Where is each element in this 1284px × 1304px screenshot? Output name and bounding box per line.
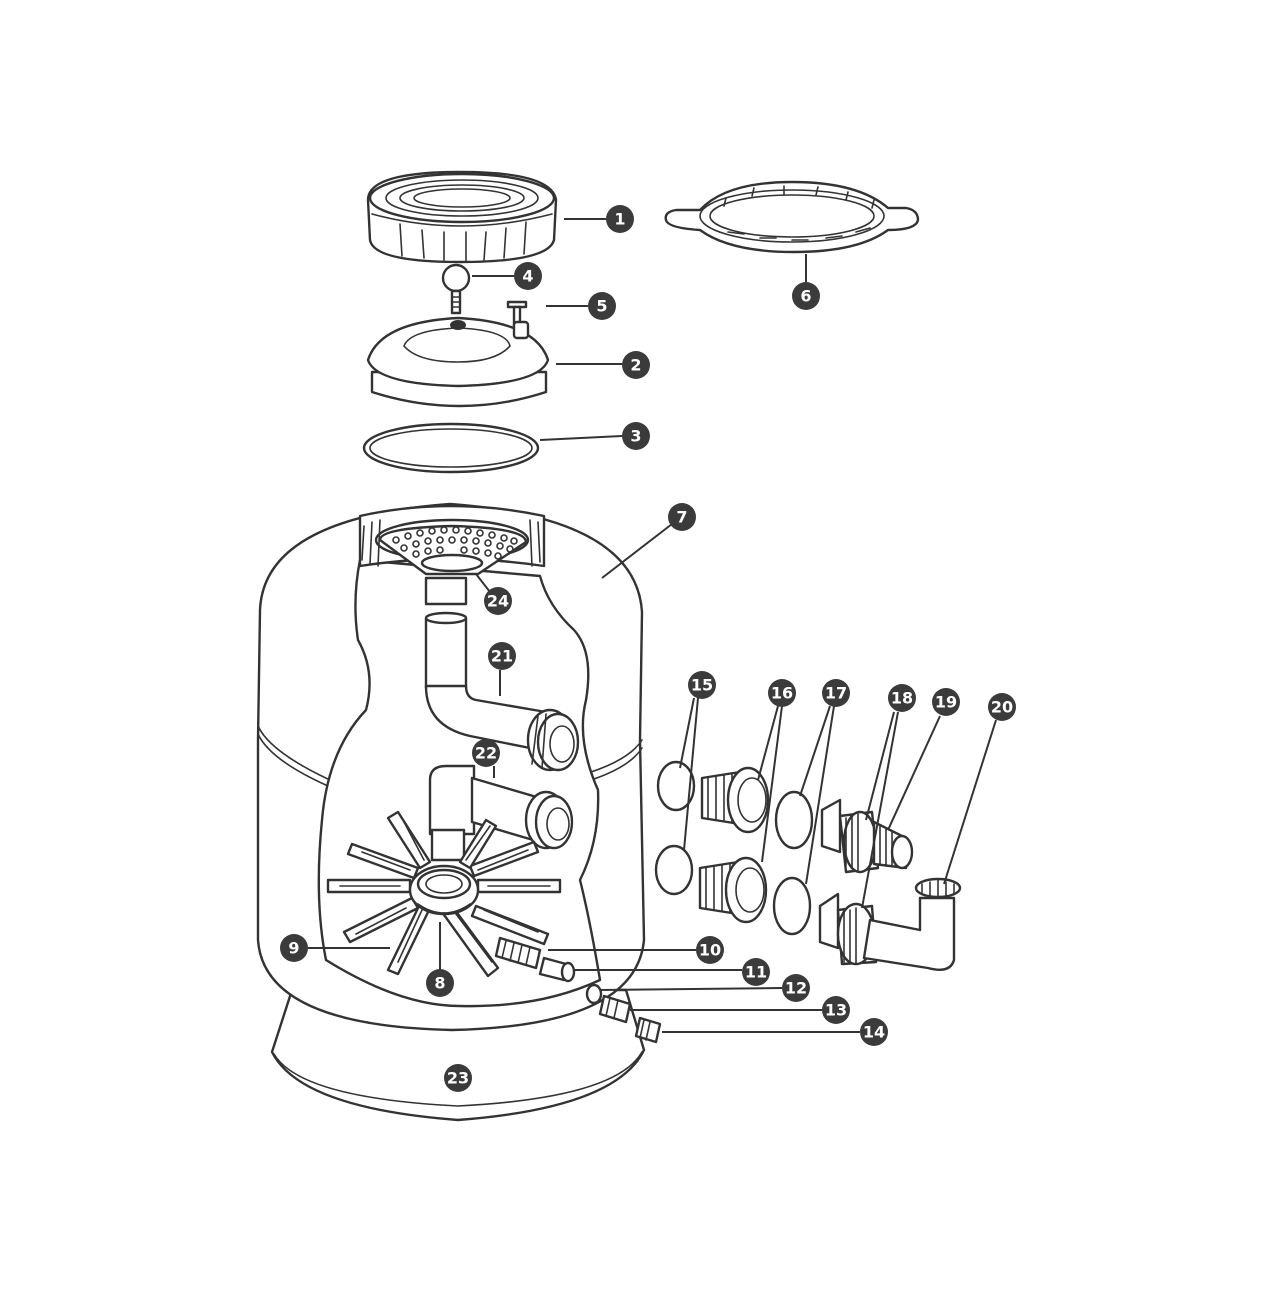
svg-text:15: 15: [691, 676, 713, 695]
svg-text:2: 2: [630, 356, 641, 375]
union-nut-upper: [820, 798, 914, 874]
svg-text:17: 17: [825, 684, 847, 703]
svg-text:24: 24: [487, 592, 509, 611]
callout-16: 16: [768, 679, 796, 707]
lateral-hub: [408, 864, 480, 916]
svg-text:4: 4: [522, 267, 533, 286]
callout-23: 23: [444, 1064, 472, 1092]
top-diffuser: [378, 524, 528, 606]
svg-text:9: 9: [288, 939, 299, 958]
callout-7: 7: [668, 503, 696, 531]
svg-text:8: 8: [434, 974, 445, 993]
lateral-assembly: [326, 810, 562, 978]
upper-elbow-pipe: [424, 611, 580, 772]
svg-text:16: 16: [771, 684, 793, 703]
svg-text:21: 21: [491, 647, 513, 666]
filter-lid: [366, 316, 550, 408]
svg-text:13: 13: [825, 1001, 847, 1020]
svg-text:3: 3: [630, 427, 641, 446]
callout-15: 15: [688, 671, 716, 699]
callout-13: 13: [822, 996, 850, 1024]
drain-assembly: [494, 936, 662, 1044]
callout-18: 18: [888, 684, 916, 712]
svg-text:5: 5: [596, 297, 607, 316]
svg-text:10: 10: [699, 941, 721, 960]
svg-text:11: 11: [745, 963, 767, 982]
leader-lines: [308, 218, 997, 1033]
callout-4: 4: [514, 262, 542, 290]
callout-8: 8: [426, 969, 454, 997]
callout-19: 19: [932, 688, 960, 716]
svg-text:23: 23: [447, 1069, 469, 1088]
callout-9: 9: [280, 934, 308, 962]
callout-21: 21: [488, 642, 516, 670]
callout-1: 1: [606, 205, 634, 233]
svg-text:18: 18: [891, 689, 913, 708]
pressure-gauge: [441, 263, 471, 315]
callout-5: 5: [588, 292, 616, 320]
callout-24: 24: [484, 587, 512, 615]
callout-14: 14: [860, 1018, 888, 1046]
callout-10: 10: [696, 936, 724, 964]
svg-text:14: 14: [863, 1023, 885, 1042]
callout-6: 6: [792, 282, 820, 310]
svg-text:12: 12: [785, 979, 807, 998]
callout-12: 12: [782, 974, 810, 1002]
union-gaskets: [654, 760, 696, 896]
callout-2: 2: [622, 351, 650, 379]
svg-text:6: 6: [800, 287, 811, 306]
callout-17: 17: [822, 679, 850, 707]
svg-text:1: 1: [614, 210, 625, 229]
svg-text:19: 19: [935, 693, 957, 712]
tank-unions: [698, 766, 770, 924]
lock-ring-nut: [366, 170, 558, 264]
svg-text:22: 22: [475, 744, 497, 763]
clamp-flange: [664, 180, 920, 254]
lid-o-ring: [362, 422, 540, 474]
union-seals: [772, 790, 814, 936]
callout-11: 11: [742, 958, 770, 986]
callout-22: 22: [472, 739, 500, 767]
callout-20: 20: [988, 693, 1016, 721]
outlet-elbow: [862, 877, 962, 971]
svg-text:7: 7: [676, 508, 687, 527]
svg-text:20: 20: [991, 698, 1013, 717]
callout-3: 3: [622, 422, 650, 450]
